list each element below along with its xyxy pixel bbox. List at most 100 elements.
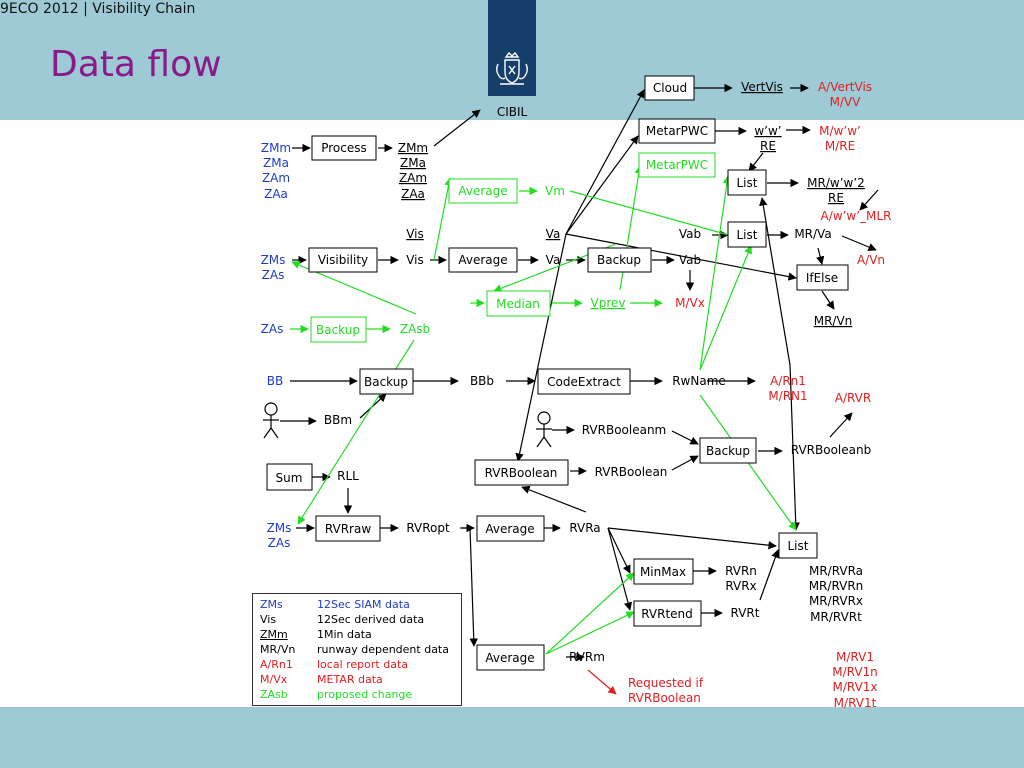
logo-caption: CIBIL bbox=[496, 105, 528, 119]
label-vab: Vab bbox=[679, 227, 701, 241]
process-box-average-vm: Average bbox=[448, 178, 518, 204]
legend-desc: 1Min data bbox=[317, 628, 372, 641]
presentation-title: ECO 2012 | Visibility Chain bbox=[8, 1, 196, 17]
box-label: Backup bbox=[706, 444, 750, 458]
box-label: List bbox=[788, 539, 809, 553]
process-box-metarpwc-proposed: MetarPWC bbox=[638, 152, 716, 178]
legend-key: ZMm bbox=[260, 628, 288, 641]
process-box-median: Median bbox=[486, 290, 551, 317]
legend-desc: proposed change bbox=[317, 688, 413, 701]
label-mr-va: MR/Va bbox=[794, 227, 831, 241]
box-label: MetarPWC bbox=[646, 124, 708, 138]
label-requested-rvrboolean: RVRBoolean bbox=[628, 691, 701, 705]
process-box-ifelse: IfElse bbox=[796, 264, 849, 291]
legend: ZMs 12Sec SIAM data Vis 12Sec derived da… bbox=[252, 593, 462, 706]
page-title: Data flow bbox=[50, 44, 222, 85]
label-a-vn: A/Vn bbox=[857, 253, 885, 267]
label-vis: Vis bbox=[406, 253, 424, 267]
label-m-vx: M/Vx bbox=[675, 296, 705, 310]
label-vab: Vab bbox=[679, 253, 701, 267]
label-requested-if: Requested if bbox=[628, 676, 704, 690]
label-zaa-in: ZAa bbox=[264, 187, 288, 201]
box-label: Backup bbox=[597, 253, 641, 267]
process-box-process: Process bbox=[311, 135, 377, 161]
label-bb: BB bbox=[267, 374, 283, 388]
legend-key: Vis bbox=[260, 613, 277, 626]
process-box-rvrraw: RVRraw bbox=[315, 515, 381, 542]
legend-desc: runway dependent data bbox=[317, 643, 449, 656]
header-line: 9ECO 2012 | Visibility Chain bbox=[0, 1, 195, 17]
label-vprev: Vprev bbox=[591, 296, 626, 310]
label-va: Va bbox=[546, 253, 561, 267]
logo bbox=[488, 0, 536, 96]
label-m-www: M/w’w’ bbox=[819, 124, 861, 138]
box-label: List bbox=[737, 228, 758, 242]
process-box-minmax: MinMax bbox=[633, 558, 694, 585]
box-label: Visibility bbox=[318, 253, 368, 267]
label-bbm: BBm bbox=[324, 413, 352, 427]
label-zma-in: ZMa bbox=[263, 156, 289, 170]
label-vis-underlined: Vis bbox=[406, 227, 424, 241]
box-label: RVRBoolean bbox=[485, 466, 558, 480]
label-zms: ZMs bbox=[261, 253, 286, 267]
crest-icon bbox=[496, 51, 528, 85]
label-zam-in: ZAm bbox=[262, 171, 290, 185]
label-m-rv1n: M/RV1n bbox=[832, 665, 878, 679]
label-m-rv1t: M/RV1t bbox=[834, 696, 877, 710]
box-label: Median bbox=[496, 297, 540, 311]
box-label: Backup bbox=[316, 323, 360, 337]
process-box-list: List bbox=[727, 169, 767, 196]
label-zasb: ZAsb bbox=[400, 322, 430, 336]
legend-desc: 12Sec SIAM data bbox=[317, 598, 410, 611]
process-box-visibility: Visibility bbox=[308, 247, 378, 273]
label-va-underlined: Va bbox=[546, 227, 561, 241]
label-rvra: RVRa bbox=[569, 521, 600, 535]
box-label: Average bbox=[458, 184, 507, 198]
label-zas: ZAs bbox=[261, 322, 284, 336]
process-box-rvrtend: RVRtend bbox=[633, 600, 702, 627]
label-m-rv1x: M/RV1x bbox=[832, 680, 877, 694]
box-label: IfElse bbox=[806, 271, 838, 285]
process-box-backup-rvr: Backup bbox=[699, 437, 757, 464]
process-box-rvrboolean: RVRBoolean bbox=[474, 459, 569, 486]
process-box-list: List bbox=[727, 221, 767, 248]
label-rvrbooleanb: RVRBooleanb bbox=[791, 443, 871, 457]
label-mr-rvrx: MR/RVRx bbox=[809, 594, 863, 608]
label-rll: RLL bbox=[337, 469, 359, 483]
person-icon bbox=[536, 411, 552, 448]
label-m-rn1: M/RN1 bbox=[768, 389, 807, 403]
label-bbb: BBb bbox=[470, 374, 494, 388]
legend-desc: 12Sec derived data bbox=[317, 613, 425, 626]
box-label: Average bbox=[485, 522, 534, 536]
label-m-re: M/RE bbox=[825, 139, 855, 153]
label-re2: RE bbox=[828, 191, 844, 205]
box-label: Process bbox=[321, 141, 367, 155]
label-m-vv: M/VV bbox=[830, 95, 862, 109]
box-label: Average bbox=[458, 253, 507, 267]
process-box-average-va: Average bbox=[448, 247, 518, 273]
label-zam-out: ZAm bbox=[399, 171, 427, 185]
label-rvrboolean: RVRBoolean bbox=[595, 465, 668, 479]
label-zms: ZMs bbox=[267, 521, 292, 535]
label-mr-www2: MR/w’w’2 bbox=[807, 176, 865, 190]
label-a-rn1: A/Rn1 bbox=[770, 374, 806, 388]
label-zas: ZAs bbox=[268, 536, 291, 550]
label-zma-out: ZMa bbox=[400, 156, 426, 170]
legend-desc: METAR data bbox=[317, 673, 383, 686]
box-label: RVRraw bbox=[325, 522, 372, 536]
process-box-sum: Sum bbox=[266, 463, 313, 491]
label-www: w’w’ bbox=[754, 124, 781, 138]
process-box-backup-bb: Backup bbox=[359, 368, 414, 395]
box-label: MinMax bbox=[640, 565, 686, 579]
legend-desc: local report data bbox=[317, 658, 408, 671]
label-vm: Vm bbox=[545, 184, 565, 198]
label-rwname: RwName bbox=[672, 374, 726, 388]
box-label: Average bbox=[485, 651, 534, 665]
process-box-backup-zasb: Backup bbox=[310, 316, 367, 343]
label-a-vertvis: A/VertVis bbox=[818, 80, 872, 94]
label-zaa-out: ZAa bbox=[401, 187, 425, 201]
box-label: Cloud bbox=[653, 81, 687, 95]
label-mr-rvra: MR/RVRa bbox=[809, 564, 863, 578]
box-label: Backup bbox=[364, 375, 408, 389]
label-vertvis: VertVis bbox=[741, 80, 783, 94]
